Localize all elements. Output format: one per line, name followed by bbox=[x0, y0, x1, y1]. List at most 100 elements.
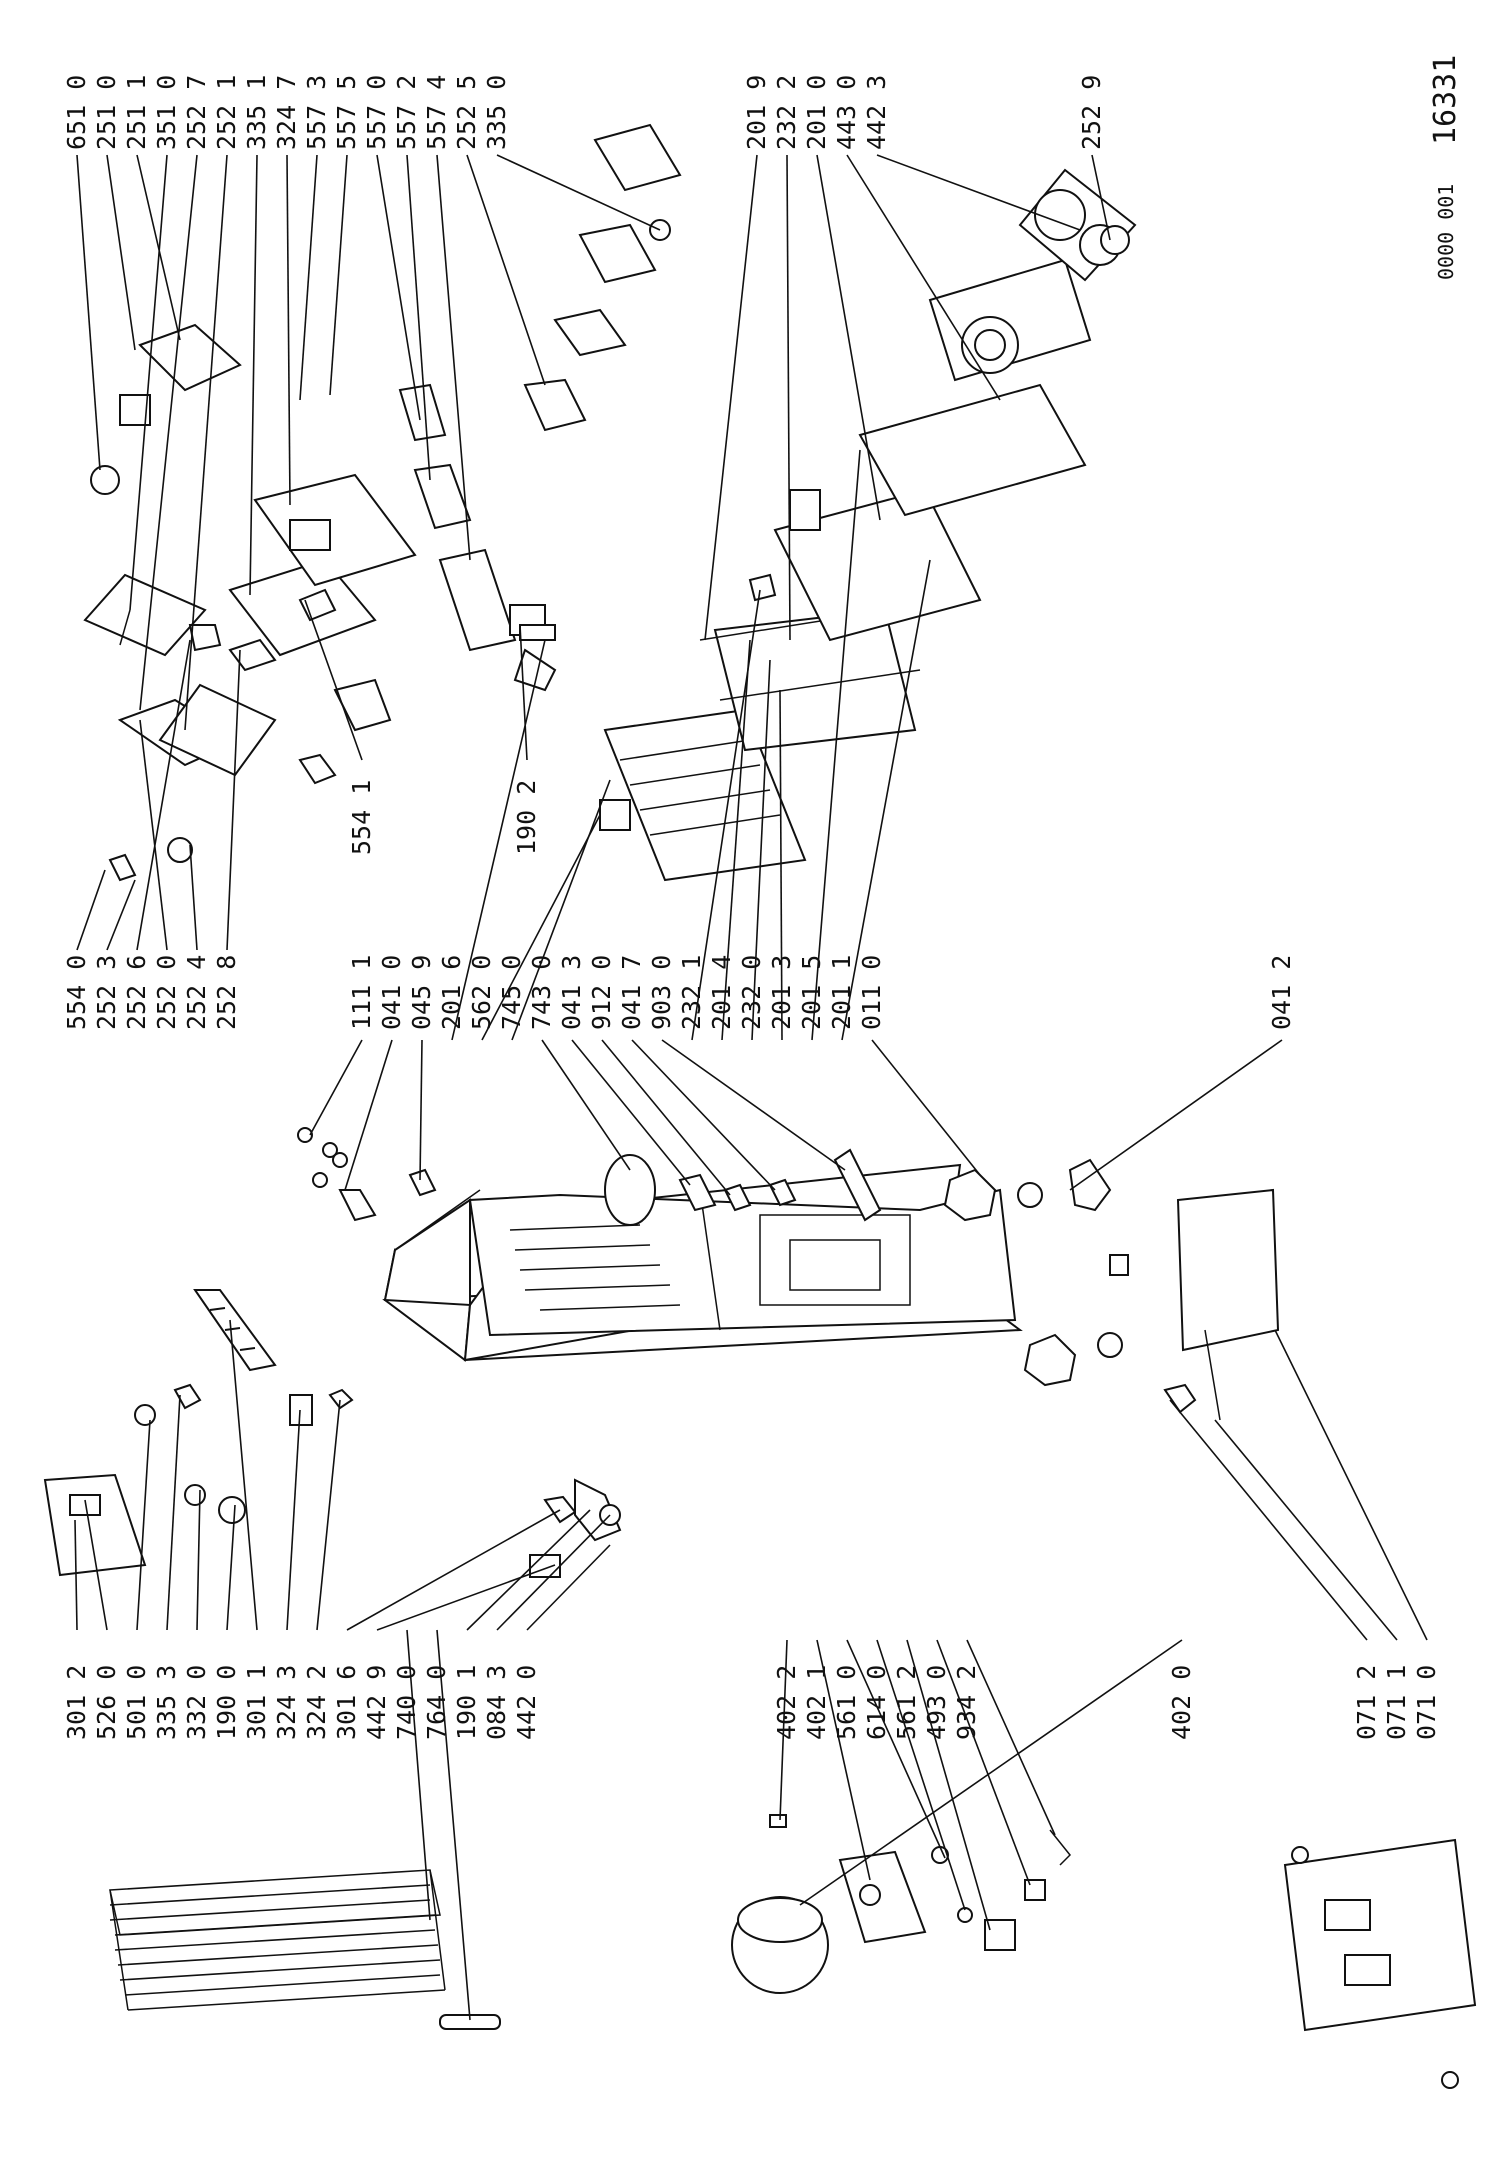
label-934-2: 934 2 bbox=[952, 1665, 981, 1740]
leader-line bbox=[966, 1639, 1056, 1836]
leader-line bbox=[406, 154, 431, 481]
leader-line bbox=[196, 1489, 201, 1631]
leader-line bbox=[541, 1039, 631, 1171]
leader-line bbox=[841, 559, 931, 1041]
label-903-0: 903 0 bbox=[647, 955, 676, 1030]
leader-line bbox=[106, 879, 136, 951]
label-201-0: 201 0 bbox=[802, 75, 831, 150]
labels-center-column: 554 0 252 3 252 6 252 0 252 4 252 8 111 … bbox=[62, 955, 1296, 1030]
label-071-0: 071 0 bbox=[1412, 1665, 1441, 1740]
leader-line bbox=[481, 814, 601, 1041]
leader-line bbox=[779, 689, 783, 1041]
leader-line bbox=[1091, 154, 1111, 241]
label-251-0: 251 0 bbox=[92, 75, 121, 150]
label-252-0: 252 0 bbox=[152, 955, 181, 1030]
label-332-0: 332 0 bbox=[182, 1665, 211, 1740]
small-parts bbox=[108, 588, 882, 1226]
leader-line bbox=[226, 649, 241, 951]
leader-line bbox=[496, 154, 661, 231]
leader-line bbox=[189, 844, 198, 951]
leader-line bbox=[876, 1639, 966, 1911]
leader-lines bbox=[74, 154, 1428, 2021]
label-402-1: 402 1 bbox=[802, 1665, 831, 1740]
leader-line bbox=[329, 154, 348, 396]
label-232-0: 232 0 bbox=[737, 955, 766, 1030]
leader-line bbox=[136, 639, 191, 951]
label-562-0: 562 0 bbox=[467, 955, 496, 1030]
leader-line bbox=[779, 1639, 788, 1821]
leader-line bbox=[511, 779, 611, 1041]
leader-line bbox=[1069, 1039, 1283, 1191]
label-557-3: 557 3 bbox=[302, 75, 331, 150]
label-201-4: 201 4 bbox=[707, 955, 736, 1030]
label-651-0: 651 0 bbox=[62, 75, 91, 150]
label-443-0: 443 0 bbox=[832, 75, 861, 150]
label-324-7: 324 7 bbox=[272, 75, 301, 150]
label-041-2: 041 2 bbox=[1267, 955, 1296, 1030]
label-301-2: 301 2 bbox=[62, 1665, 91, 1740]
label-252-5: 252 5 bbox=[452, 75, 481, 150]
leader-line bbox=[139, 154, 198, 711]
label-301-1: 301 1 bbox=[242, 1665, 271, 1740]
label-190-2: 190 2 bbox=[512, 780, 541, 855]
label-501-0: 501 0 bbox=[122, 1665, 151, 1740]
label-071-1: 071 1 bbox=[1382, 1665, 1411, 1740]
control-parts-left bbox=[43, 1289, 622, 1578]
label-041-3: 041 3 bbox=[557, 955, 586, 1030]
leader-line bbox=[436, 1629, 471, 2021]
leader-line bbox=[226, 1504, 236, 1631]
top-parts bbox=[83, 123, 682, 863]
leader-line bbox=[304, 599, 363, 761]
label-335-1: 335 1 bbox=[242, 75, 271, 150]
leader-line bbox=[76, 154, 101, 471]
leader-line bbox=[344, 1039, 393, 1191]
leader-line bbox=[376, 154, 421, 421]
labels-top-right: 651 0 251 0 251 1 351 0 252 7 252 1 335 … bbox=[62, 75, 511, 150]
leader-line bbox=[631, 1039, 776, 1191]
drawing-number: 16331 bbox=[1428, 55, 1463, 145]
leader-line bbox=[1214, 1419, 1398, 1641]
labels-right-upper: 201 9 232 2 201 0 443 0 442 3 252 9 bbox=[742, 75, 1106, 150]
label-912-0: 912 0 bbox=[587, 955, 616, 1030]
leader-line bbox=[601, 1039, 731, 1196]
label-351-0: 351 0 bbox=[152, 75, 181, 150]
leader-line bbox=[1169, 1399, 1368, 1641]
leader-line bbox=[299, 154, 318, 401]
leader-line bbox=[249, 154, 258, 596]
leader-line bbox=[286, 1409, 301, 1631]
label-190-1: 190 1 bbox=[452, 1665, 481, 1740]
label-557-5: 557 5 bbox=[332, 75, 361, 150]
label-201-3: 201 3 bbox=[767, 955, 796, 1030]
leader-line bbox=[846, 1639, 946, 1859]
label-232-1: 232 1 bbox=[677, 955, 706, 1030]
label-557-4: 557 4 bbox=[422, 75, 451, 150]
label-084-3: 084 3 bbox=[482, 1665, 511, 1740]
condenser-drawing bbox=[109, 1869, 501, 2030]
leader-line bbox=[526, 1544, 611, 1631]
leader-line bbox=[129, 154, 168, 611]
leader-line bbox=[816, 1639, 871, 1881]
leader-line bbox=[876, 154, 1081, 231]
label-554-1: 554 1 bbox=[347, 780, 376, 855]
part-drawings bbox=[43, 123, 1477, 2089]
leader-line bbox=[721, 639, 751, 1041]
label-614-0: 614 0 bbox=[862, 1665, 891, 1740]
label-201-6: 201 6 bbox=[437, 955, 466, 1030]
label-402-0: 402 0 bbox=[1167, 1665, 1196, 1740]
doc-code: 0000 001 bbox=[1434, 184, 1458, 280]
leader-line bbox=[906, 1639, 991, 1931]
leader-line bbox=[376, 1564, 556, 1631]
label-201-1: 201 1 bbox=[827, 955, 856, 1030]
label-190-0: 190 0 bbox=[212, 1665, 241, 1740]
leader-line bbox=[309, 1039, 363, 1136]
leader-line bbox=[519, 624, 528, 761]
label-252-1: 252 1 bbox=[212, 75, 241, 150]
labels-bottom-column: 402 2 402 1 561 0 614 0 561 2 493 0 934 … bbox=[772, 1665, 1441, 1740]
evaporator-drawings bbox=[509, 168, 1137, 882]
label-557-0: 557 0 bbox=[362, 75, 391, 150]
leader-line bbox=[704, 154, 758, 641]
hinge-drawings bbox=[943, 1158, 1280, 1421]
label-335-3: 335 3 bbox=[152, 1665, 181, 1740]
label-561-2: 561 2 bbox=[892, 1665, 921, 1740]
